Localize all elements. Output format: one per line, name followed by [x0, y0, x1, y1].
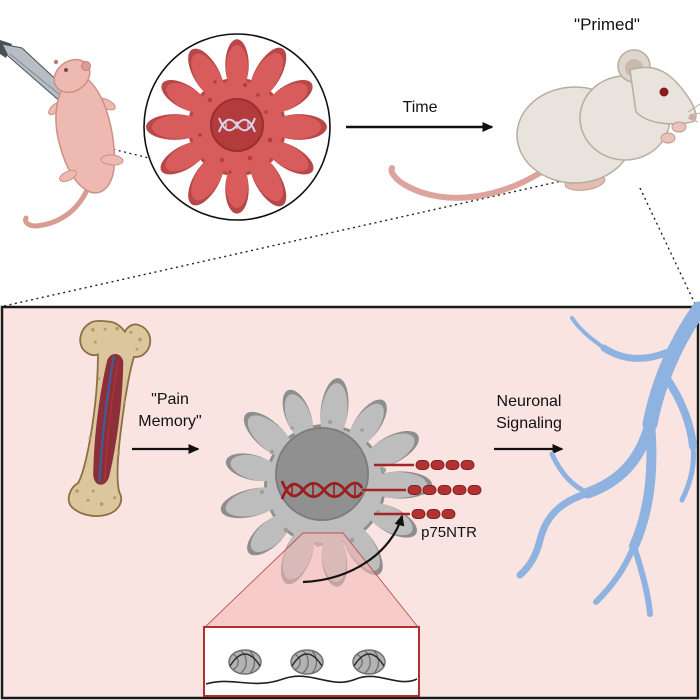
- adult-forepaw: [671, 121, 687, 133]
- chromatin-dna-strand: [205, 675, 418, 685]
- svg-text:"Pain: "Pain: [151, 391, 189, 408]
- chromatin-box: [203, 626, 420, 697]
- dna-wrap-loops: [229, 653, 385, 667]
- neuronal-signaling-label: Neuronal Signaling: [496, 393, 562, 432]
- marrow-vessel-red: [103, 358, 120, 481]
- adult-eye: [659, 87, 669, 97]
- neonatal-mouse-icon: [23, 58, 124, 229]
- neonate-ear: [81, 61, 91, 71]
- gray-cell-nucleus: [275, 427, 369, 521]
- inset-circle: [143, 33, 331, 221]
- microglia-red-icon: [146, 39, 327, 214]
- dna-icon: [280, 480, 364, 500]
- red-cell-granules: [198, 80, 273, 174]
- microglia-gray-icon: [217, 376, 433, 589]
- adult-forepaw: [660, 132, 676, 144]
- whiskers: [687, 103, 700, 123]
- primed-label: "Primed": [574, 15, 640, 34]
- p75ntr-receptor-icon: [362, 460, 482, 519]
- neonate-eye: [64, 68, 68, 72]
- bone-speckles: [75, 326, 142, 506]
- scalpel-icon: [0, 40, 79, 111]
- p75ntr-label: p75NTR: [421, 524, 477, 541]
- adult-tail: [388, 159, 559, 201]
- neonate-body: [55, 74, 116, 194]
- adult-mouse-icon: [388, 49, 700, 201]
- neuron-dendrite-icon: [516, 301, 700, 617]
- time-label: Time: [403, 99, 438, 116]
- neonate-tail: [23, 189, 89, 229]
- bone-marrow-icon: [67, 319, 152, 517]
- svg-text:Signaling: Signaling: [496, 415, 562, 432]
- pain-memory-label: "Pain Memory": [138, 391, 201, 430]
- neonate-nose: [53, 59, 59, 65]
- release-arrow: [302, 514, 405, 584]
- svg-text:Neuronal: Neuronal: [497, 393, 562, 410]
- marrow-vessel-blue: [98, 356, 115, 482]
- svg-text:Memory": Memory": [138, 413, 201, 430]
- dna-icon: [218, 117, 256, 133]
